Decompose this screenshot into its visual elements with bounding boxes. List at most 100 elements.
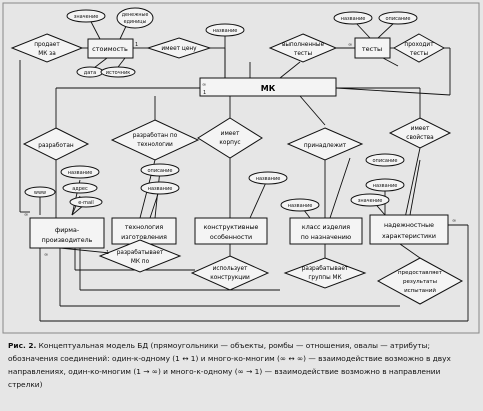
- entity-design: конструктивные особенности: [194, 217, 268, 245]
- relation-done-tests-label-1: выполненные: [282, 42, 325, 48]
- relation-sold-for-label-2: МК за: [38, 51, 56, 57]
- attr-description: описание: [378, 11, 418, 25]
- attr-reliab-name: название: [365, 178, 405, 192]
- attr-tech-name-label: название: [148, 186, 173, 192]
- relation-developed-label: разработан: [38, 143, 74, 149]
- attr-tech-name: название: [140, 181, 180, 195]
- relation-has-price: имеет цену: [146, 37, 212, 59]
- relation-develops-mk-label-1: разрабатывает: [117, 250, 164, 256]
- attr-email-label: e-mail: [78, 200, 94, 206]
- entity-class-label-2: по назначению: [301, 234, 351, 241]
- caption-label: Рис. 2.: [8, 341, 37, 350]
- card-tech-one: 1: [106, 250, 109, 256]
- relation-has-case-label-1: имеет: [221, 131, 240, 137]
- relation-provides-results-label-2: результаты: [403, 279, 437, 285]
- relation-has-props-label-2: свойства: [406, 134, 434, 141]
- relation-passes-tests-label-2: тесты: [410, 51, 429, 57]
- relation-develops-groups-label-1: разрабатывает: [302, 266, 349, 272]
- attr-value-label: значение: [74, 14, 99, 20]
- entity-reliab-label-2: характеристики: [382, 233, 436, 240]
- entity-class: класс изделия по назначению: [289, 217, 363, 245]
- entity-design-label-2: особенности: [210, 233, 252, 241]
- attr-date: дата: [76, 66, 104, 78]
- relation-developed-tech-label-2: технологии: [137, 142, 173, 148]
- card-cost-one: 1: [135, 42, 138, 48]
- entity-tech: технология изготовления: [111, 217, 177, 245]
- attr-tech-desc-label: описание: [148, 168, 173, 174]
- attr-firm-name: название: [60, 165, 100, 179]
- cardinality-marks: 1 ∞ 1 ∞ ∞ ∞ 1 ∞: [24, 42, 456, 258]
- relation-provides-results: предоставляет результаты испытаний: [376, 257, 464, 305]
- attr-design-name-label: название: [256, 176, 281, 182]
- relation-done-tests-label-2: тесты: [294, 51, 313, 57]
- entity-tests-label: тесты: [362, 45, 382, 53]
- relation-uses-designs-label-2: конструкции: [210, 275, 250, 281]
- attr-mk-name: название: [205, 23, 245, 37]
- attr-reliab-value: значение: [350, 193, 390, 207]
- relation-developed-tech: разработан по технологии: [110, 119, 200, 161]
- caption-text: Концептуальная модель БД (прямоугольники…: [8, 341, 451, 389]
- entity-tech-label-2: изготовления: [121, 234, 167, 241]
- attr-test-name-label: название: [341, 16, 366, 22]
- card-reliab-many: ∞: [452, 218, 456, 224]
- entity-tech-label-1: технология: [125, 224, 164, 231]
- card-firm-bottom-many: ∞: [44, 252, 48, 258]
- relation-passes-tests: проходит тесты: [392, 33, 446, 63]
- attr-reliab-desc: описание: [365, 153, 405, 167]
- card-mk-many: ∞: [202, 82, 206, 88]
- er-diagram: стоимость МК тесты фирма- производитель …: [2, 2, 480, 334]
- attr-mk-name-label: название: [213, 28, 238, 34]
- relation-belongs-label: принадлежит: [304, 143, 347, 149]
- attr-currency-label-1: денежные: [122, 13, 149, 18]
- attr-firm-name-label: название: [68, 170, 93, 176]
- attr-class-name: название: [280, 198, 320, 212]
- attr-email: e-mail: [69, 196, 103, 208]
- entity-tests: тесты: [354, 37, 391, 59]
- relation-passes-tests-label-1: проходит: [404, 42, 434, 48]
- attr-test-name: название: [333, 11, 373, 25]
- entity-cost: стоимость: [87, 38, 134, 59]
- entity-mk: МК: [199, 77, 337, 97]
- attr-class-name-label: название: [288, 203, 313, 209]
- relation-develops-mk: разрабатывает МК по: [98, 239, 182, 273]
- relation-done-tests: выполненные тесты: [268, 33, 338, 63]
- relation-has-props: имеет свойства: [388, 117, 452, 149]
- relation-has-props-label-1: имеет: [411, 126, 430, 132]
- attr-date-label: дата: [84, 70, 97, 76]
- entity-mk-label: МК: [261, 84, 276, 93]
- attr-tech-desc: описание: [140, 163, 180, 177]
- relation-provides-results-label-1: предоставляет: [398, 270, 443, 276]
- relation-belongs: принадлежит: [286, 127, 364, 161]
- figure-caption: Рис. 2. Концептуальная модель БД (прямоу…: [8, 339, 476, 391]
- attr-reliab-name-label: название: [373, 183, 398, 189]
- attr-address: адрес: [62, 182, 98, 194]
- relation-has-price-label: имеет цену: [161, 46, 197, 52]
- attr-address-label: адрес: [72, 186, 88, 192]
- entity-reliab: надежностные характеристики: [369, 214, 449, 245]
- entity-firm: фирма- производитель: [29, 217, 105, 249]
- attr-source-label: источник: [106, 70, 130, 76]
- relation-uses-designs-label-1: использует: [213, 266, 248, 272]
- entity-firm-label-2: производитель: [42, 237, 93, 244]
- relation-develops-groups-label-2: группы МК: [308, 275, 341, 281]
- relation-uses-designs: использует конструкции: [190, 255, 270, 291]
- entity-cost-label: стоимость: [92, 45, 128, 53]
- relation-developed-tech-label-1: разработан по: [133, 133, 178, 139]
- card-mk-one: 1: [203, 90, 206, 96]
- attributes: значение денежные единицы дата источник …: [24, 7, 418, 212]
- attr-currency: денежные единицы: [116, 7, 154, 29]
- relation-sold-for: продает МК за: [10, 33, 84, 63]
- attr-design-name: название: [248, 171, 288, 185]
- relation-develops-groups: разрабатывает группы МК: [283, 257, 367, 289]
- attr-currency-label-2: единицы: [124, 20, 147, 25]
- relation-develops-mk-label-2: МК по: [131, 259, 150, 265]
- attr-value: значение: [66, 9, 106, 23]
- attr-source: источник: [100, 66, 136, 78]
- relation-developed: разработан: [22, 127, 90, 161]
- attr-reliab-value-label: значение: [358, 198, 383, 204]
- entity-design-label-1: конструктивные: [204, 224, 259, 231]
- relation-has-case-label-2: корпус: [219, 140, 240, 146]
- entity-reliab-label-1: надежностные: [384, 222, 434, 229]
- attr-www: www: [24, 186, 56, 198]
